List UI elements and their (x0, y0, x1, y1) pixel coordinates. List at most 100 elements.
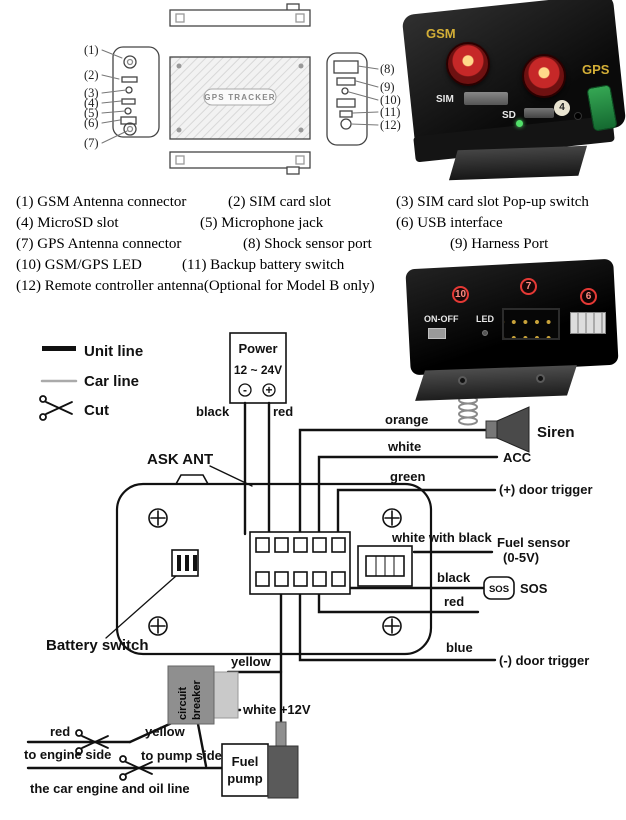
wiring-diagram: Unit line Car line Cut Power 12 ~ 24V - … (24, 332, 593, 799)
callout-label: (7) (84, 136, 99, 150)
label-red-engine: red (50, 724, 70, 739)
pump-side-wire (196, 722, 208, 768)
mounting-bracket (415, 365, 577, 401)
battery-switch-leader (105, 575, 177, 639)
minus-terminal (238, 383, 252, 397)
exploded-view-drawing: GPS TRACKER (1) (2) (84, 3, 401, 175)
part-item: (8) Shock sensor port (243, 236, 372, 252)
callout-label: (11) (380, 105, 400, 119)
led-label: LED (476, 314, 494, 324)
label-green: green (390, 469, 425, 484)
fuel-sensor-range-label: (0-5V) (503, 550, 539, 565)
siren-label: Siren (537, 424, 575, 441)
fuel-pump-text-1: Fuel (232, 754, 259, 769)
plus-terminal (262, 383, 276, 397)
label-yellow: yellow (231, 654, 272, 669)
part-item: (6) USB interface (396, 215, 503, 231)
device-photo-back: 10 7 6 ON-OFF LED (400, 258, 626, 430)
callout-10-badge: 10 (452, 286, 469, 303)
car-engine-oil-label: the car engine and oil line (30, 781, 190, 796)
gsm-antenna-label: GSM (426, 26, 456, 41)
harness-connector (249, 531, 351, 595)
callout-label: (5) (84, 106, 99, 120)
fuel-pump: Fuel pump (221, 721, 299, 799)
legend-car-line-label: Car line (84, 373, 139, 390)
battery-switch (171, 549, 199, 577)
scissors-icon (75, 729, 109, 755)
callout-6-badge: 6 (580, 288, 597, 305)
relay-connector (570, 312, 606, 334)
plus-sign: + (265, 383, 272, 397)
harness-port (502, 308, 560, 340)
to-engine-side-label: to engine side (24, 747, 111, 762)
bracket-screw (536, 374, 545, 383)
corner-screws (148, 508, 402, 636)
part-item: (1) GSM Antenna connector (16, 194, 187, 210)
side-view-front (112, 46, 160, 138)
wiring-legend: Unit line Car line Cut (39, 343, 143, 421)
on-off-label: ON-OFF (424, 314, 459, 324)
part-item: (2) SIM card slot (228, 194, 331, 210)
part-item: (4) MicroSD slot (16, 215, 119, 231)
callout-label: (10) (380, 93, 401, 107)
part-item: (5) Microphone jack (200, 215, 324, 231)
power-box: Power 12 ~ 24V - + (229, 332, 287, 404)
power-voltage: 12 ~ 24V (234, 363, 282, 377)
edge-view-top (169, 3, 311, 27)
callout-label: (12) (380, 118, 401, 132)
callout-4-badge: 4 (554, 100, 570, 116)
circuit-breaker-text-1: circuit (177, 687, 189, 720)
gps-antenna-connector (522, 54, 566, 98)
battery-switch-label: Battery switch (46, 637, 149, 654)
bracket-screw (458, 376, 467, 385)
acc-label: ACC (503, 450, 532, 465)
gps-antenna-label: GPS (582, 62, 610, 77)
sos-button: SOS (483, 576, 515, 600)
callout-label: (1) (84, 43, 99, 57)
part-item: (9) Harness Port (450, 236, 549, 252)
callout-labels: (1) (2) (3) (4) (5) (6) (7) (8) (9) (10)… (84, 43, 401, 150)
label-black-sos: black (437, 570, 471, 585)
label-orange: orange (385, 412, 428, 427)
callout-label: (3) (84, 86, 99, 100)
part-item: (10) GSM/GPS LED (16, 257, 142, 273)
shock-sensor-connector (357, 545, 413, 587)
device-outline (115, 474, 433, 656)
sim-label: SIM (436, 94, 454, 105)
callout-label: (9) (380, 80, 395, 94)
label-red: red (273, 404, 293, 419)
part-item: (7) GPS Antenna connector (16, 236, 182, 252)
legend-cut-label: Cut (84, 402, 109, 419)
led (482, 330, 488, 336)
pump-body (267, 745, 299, 799)
engine-side-wire (128, 720, 176, 744)
cable-coil (458, 395, 478, 426)
side-view-back (326, 52, 368, 146)
label-white-with-black: white with black (391, 530, 492, 545)
pump-pipe (275, 721, 287, 749)
green-wire (336, 488, 497, 534)
callout-7-badge: 7 (520, 278, 537, 295)
blue-wire (298, 592, 497, 662)
circuit-breaker-text-2: breaker (191, 680, 203, 720)
label-white: white (387, 439, 421, 454)
sos-red-wire (317, 592, 480, 614)
sim-card-slot (464, 92, 508, 105)
parts-list: (1) GSM Antenna connector (2) SIM card s… (0, 190, 626, 300)
microsd-slot (524, 108, 554, 118)
sos-label: SOS (520, 581, 548, 596)
circuit-breaker: circuit breaker (167, 665, 239, 725)
led-indicator (516, 120, 523, 127)
white-acc-wire (317, 455, 499, 534)
gsm-antenna-connector (446, 42, 490, 86)
label-black: black (196, 404, 230, 419)
sd-label: SD (502, 110, 516, 121)
door-plus-label: (+) door trigger (499, 482, 593, 497)
callout-label: (6) (84, 116, 99, 130)
legend-unit-line-label: Unit line (84, 343, 143, 360)
power-title: Power (238, 341, 277, 356)
ask-ant-leader (209, 465, 253, 487)
device-brand-label: GPS TRACKER (204, 93, 275, 102)
